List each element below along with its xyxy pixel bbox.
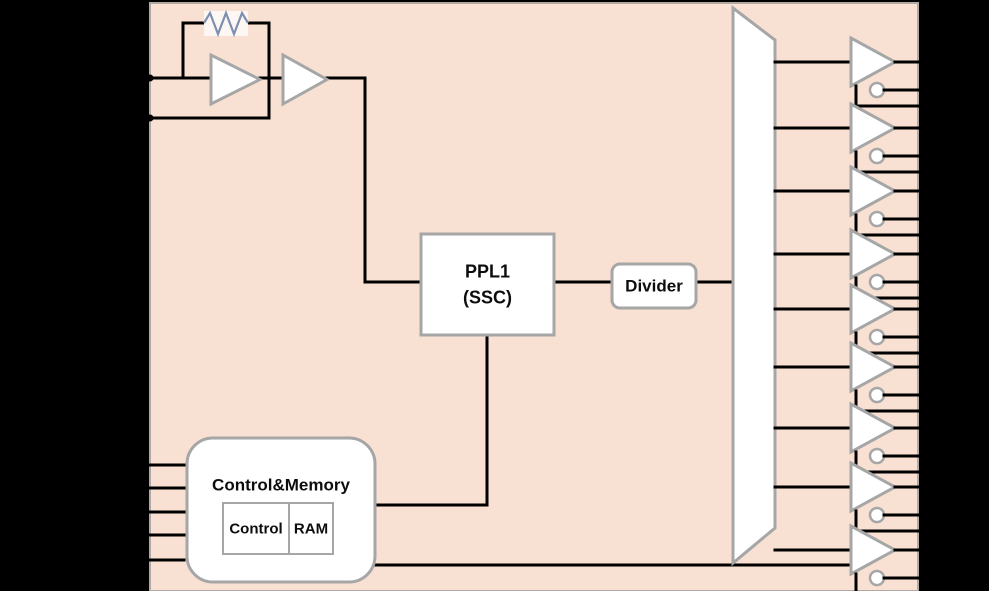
xtal-in-node — [146, 74, 154, 82]
output-buffer-1[interactable] — [849, 35, 899, 89]
output-buffer-8[interactable] — [849, 460, 899, 514]
output-buffer-2[interactable] — [849, 101, 899, 155]
ram-sub-block-label: RAM — [294, 520, 328, 537]
wire-amp2-pll — [325, 76, 423, 284]
buffer-amplifier[interactable] — [281, 52, 331, 107]
output-mux[interactable] — [731, 4, 777, 567]
output-buffer-4[interactable] — [849, 227, 899, 281]
xtal-out-node — [146, 114, 154, 122]
ram-sub-block[interactable] — [288, 502, 334, 555]
output-buffer-4-inverting-bubble — [868, 273, 886, 291]
output-buffer-7-inverting-bubble — [868, 447, 886, 465]
output-buffer-9[interactable] — [849, 523, 899, 577]
oscillator-amplifier[interactable] — [209, 52, 264, 107]
wire-feedback-right — [148, 21, 271, 120]
output-buffer-5-inverting-bubble — [868, 328, 886, 346]
output-buffer-8-inverting-bubble — [868, 506, 886, 524]
wire-feedback-left — [181, 21, 206, 80]
output-buffer-1-inverting-bubble — [868, 81, 886, 99]
feedback-resistor — [203, 9, 249, 38]
output-buffer-6[interactable] — [849, 340, 899, 394]
control-memory-label: Control&Memory — [212, 475, 350, 494]
pll1-label-line2: (SSC) — [463, 287, 512, 307]
output-buffer-3[interactable] — [849, 164, 899, 218]
output-buffer-9-inverting-bubble — [868, 569, 886, 587]
pll1-label-line1: PPL1 — [465, 261, 510, 281]
output-buffer-2-inverting-bubble — [868, 147, 886, 165]
output-buffer-7[interactable] — [849, 401, 899, 455]
divider-label: Divider — [625, 276, 683, 295]
wire-pll-control — [373, 333, 489, 507]
output-buffer-9-return — [854, 572, 858, 591]
output-buffer-6-inverting-bubble — [868, 386, 886, 404]
divider-block[interactable] — [610, 262, 698, 310]
control-sub-block-label: Control — [229, 520, 282, 537]
output-buffer-5[interactable] — [849, 282, 899, 336]
output-buffer-3-inverting-bubble — [868, 210, 886, 228]
pll1-ssc-block[interactable] — [419, 232, 556, 337]
